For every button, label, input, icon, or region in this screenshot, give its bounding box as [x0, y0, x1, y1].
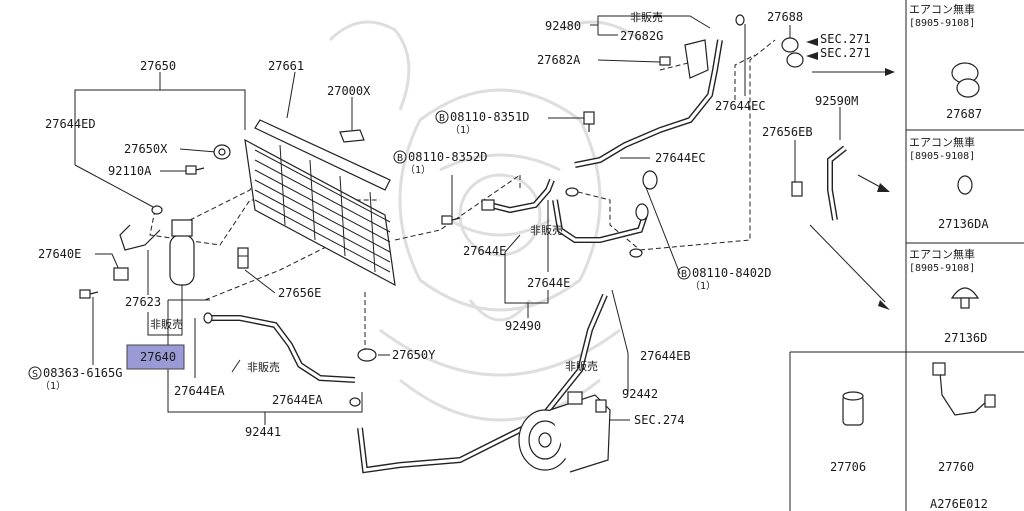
label-92110a[interactable]: 92110A [108, 164, 152, 178]
label-27760[interactable]: 27760 [938, 460, 974, 474]
compressor [518, 391, 611, 473]
label-92441[interactable]: 92441 [245, 425, 281, 439]
seals-27688 [781, 37, 818, 68]
label-nohanbai-3: 非販売 [530, 224, 563, 237]
seals-27644ec [635, 170, 658, 221]
label-27688[interactable]: 27688 [767, 10, 803, 24]
symbols: S B B B [28, 110, 691, 380]
s-symbol-icon [28, 366, 42, 380]
label-27644ed[interactable]: 27644ED [45, 117, 96, 131]
bolt-8352 [441, 215, 461, 225]
pipe-92490 [481, 178, 648, 258]
label-27650[interactable]: 27650 [140, 59, 176, 73]
label-sec271-a[interactable]: SEC.271 [820, 32, 871, 46]
label-92590m[interactable]: 92590M [815, 94, 858, 108]
bolt-08363 [79, 289, 99, 299]
label-27640[interactable]: 27640 [140, 350, 176, 364]
label-27682a[interactable]: 27682A [537, 53, 581, 67]
label-27136da[interactable]: 27136DA [938, 217, 989, 231]
plate-27000x [339, 129, 365, 143]
b-symbol-icon [393, 150, 407, 164]
label-27682g[interactable]: 27682G [620, 29, 663, 43]
b-symbol-text-2: B [439, 113, 445, 124]
label-27650x[interactable]: 27650X [124, 142, 168, 156]
label-27656e[interactable]: 27656E [278, 286, 321, 300]
label-27644ea-1[interactable]: 27644EA [174, 384, 225, 398]
variant-panels [789, 0, 1024, 511]
cushion-27650x [213, 144, 231, 160]
bolt-92110a [185, 165, 205, 175]
label-sec274[interactable]: SEC.274 [634, 413, 685, 427]
label-92490[interactable]: 92490 [505, 319, 541, 333]
label-08110-8351d-qty: （1） [450, 124, 476, 136]
b-symbol-text-3: B [681, 269, 687, 280]
label-27644e-1[interactable]: 27644E [463, 244, 506, 258]
pipe-92442 [357, 293, 608, 474]
diagram-code: A276E012 [930, 497, 988, 511]
label-08110-8402d[interactable]: 08110-8402D [692, 266, 771, 280]
panel2-title: エアコン無車 [909, 135, 975, 149]
panel2-range: [8905-9108] [909, 151, 975, 162]
label-27706[interactable]: 27706 [830, 460, 866, 474]
grommet-27650y [357, 348, 377, 362]
label-27644e-2[interactable]: 27644E [527, 276, 570, 290]
pipe-92480 [574, 14, 745, 168]
label-08110-8352d-qty: （1） [405, 164, 431, 176]
label-27644ec-2[interactable]: 27644EC [655, 151, 706, 165]
bracket-27682g [684, 39, 709, 79]
label-08110-8351d[interactable]: 08110-8351D [450, 110, 529, 124]
label-nohanbai-1: 非販売 [150, 318, 183, 331]
b-symbol-icon [435, 110, 449, 124]
label-27644eb[interactable]: 27644EB [640, 349, 691, 363]
label-nohanbai-2: 非販売 [247, 361, 280, 374]
bolt-8351 [583, 111, 595, 132]
b-symbol-icon [677, 266, 691, 280]
bolt-27682a [659, 56, 671, 66]
s-symbol-text: S [32, 369, 38, 380]
label-27136d[interactable]: 27136D [944, 331, 987, 345]
highlight-27640[interactable] [126, 344, 185, 370]
part-labels: 27650 27661 27000X 27644ED 27650X 92110A… [38, 2, 989, 511]
hose-92590m [827, 145, 847, 221]
clip-27656eb [791, 181, 803, 197]
label-27623[interactable]: 27623 [125, 295, 161, 309]
label-08110-8402d-qty: （1） [690, 280, 716, 292]
label-27000x[interactable]: 27000X [327, 84, 371, 98]
condenser-27650 [244, 119, 396, 287]
b-symbol-text-1: B [397, 153, 403, 164]
watermark-emblem [328, 20, 641, 422]
label-08363-qty: （1） [40, 380, 66, 392]
label-92480[interactable]: 92480 [545, 19, 581, 33]
panel3-title: エアコン無車 [909, 247, 975, 261]
panel1-title: エアコン無車 [909, 2, 975, 16]
panel3-range: [8905-9108] [909, 263, 975, 274]
label-08110-8352d[interactable]: 08110-8352D [408, 150, 487, 164]
label-27644ec-1[interactable]: 27644EC [715, 99, 766, 113]
label-27644ea-2[interactable]: 27644EA [272, 393, 323, 407]
label-27640e[interactable]: 27640E [38, 247, 81, 261]
label-92442[interactable]: 92442 [622, 387, 658, 401]
pipe-92441 [203, 312, 361, 407]
label-27661[interactable]: 27661 [268, 59, 304, 73]
label-27656eb[interactable]: 27656EB [762, 125, 813, 139]
label-sec271-b[interactable]: SEC.271 [820, 46, 871, 60]
label-nohanbai-5: 非販売 [565, 360, 598, 373]
clip-27656e [237, 247, 249, 269]
panel1-range: [8905-9108] [909, 18, 975, 29]
label-27687[interactable]: 27687 [946, 107, 982, 121]
label-nohanbai-4: 非販売 [630, 11, 663, 24]
receiver-drier [113, 205, 195, 286]
arrows [809, 68, 895, 310]
label-27650y[interactable]: 27650Y [392, 348, 436, 362]
label-08363[interactable]: 08363-6165G [43, 366, 122, 380]
